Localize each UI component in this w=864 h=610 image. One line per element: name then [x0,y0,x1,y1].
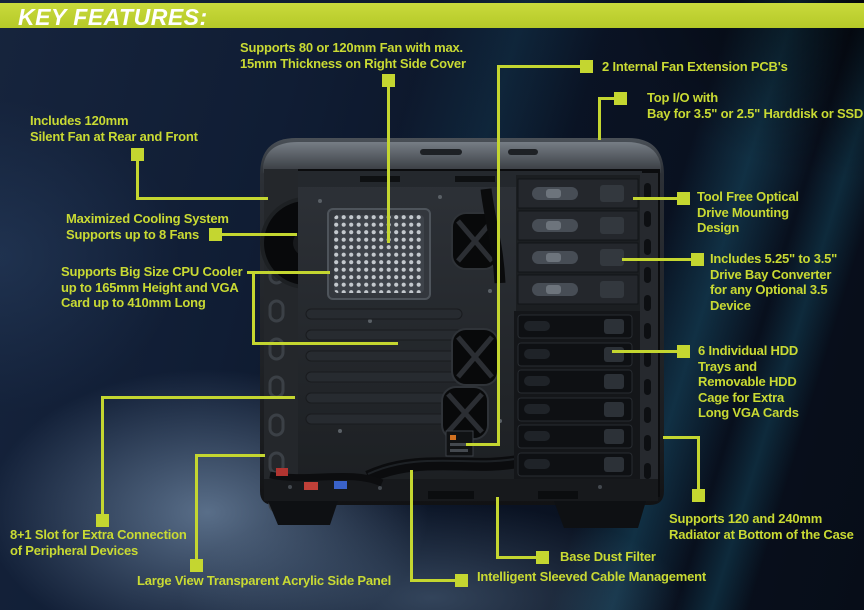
callout-marker [692,489,705,502]
callout-marker [209,228,222,241]
callout-marker [96,514,109,527]
case-feet [268,501,646,528]
callout-marker [131,148,144,161]
callout-marker [190,559,203,572]
connector-top-io [598,97,614,140]
cable-bundle-bottom [365,454,522,483]
connector-internal-fan-pcb [466,65,580,446]
callout-label-cable-management: Intelligent Sleeved Cable Management [477,569,707,584]
callout-label-silent-fan: Includes 120mm Silent Fan at Rear and Fr… [30,113,198,144]
callout-marker [536,551,549,564]
front-rail-vents [640,173,658,499]
pc-case-photo [260,138,664,528]
connector-cpu-cooler [247,271,398,345]
callout-label-slots: 8+1 Slot for Extra Connection of Periphe… [10,527,187,558]
bottom-rail [264,479,658,501]
callout-marker [580,60,593,73]
connector-dust-filter [496,497,536,559]
callout-label-hdd-trays: 6 Individual HDD Trays and Removable HDD… [698,343,799,420]
callout-marker [455,574,468,587]
hdd-tray-cage [514,311,640,481]
cable-channel-ribs [305,308,463,425]
connector-slots [101,396,295,514]
callout-marker [691,253,704,266]
callout-marker [677,192,690,205]
callout-label-cooling-system: Maximized Cooling System Supports up to … [66,211,229,242]
connector-side-panel [195,454,265,559]
cpu-cutout-honeycomb [327,208,431,300]
connector-cable-management [410,470,455,582]
callout-label-top-io: Top I/O with Bay for 3.5" or 2.5" Harddi… [647,90,864,121]
cable-grommets [441,212,499,440]
callout-label-cpu-cooler: Supports Big Size CPU Cooler up to 165mm… [61,264,243,310]
callout-label-radiator: Supports 120 and 240mm Radiator at Botto… [669,511,854,542]
connector-radiator [663,436,700,489]
fan-extension-pcb [445,430,474,457]
cable-highlight [367,457,521,475]
callout-label-optical-mounting: Tool Free Optical Drive Mounting Design [697,189,799,235]
page-title: KEY FEATURES: [18,4,208,30]
callout-label-fan-side-cover: Supports 80 or 120mm Fan with max. 15mm … [240,40,466,71]
callout-label-bay-converter: Includes 5.25" to 3.5" Drive Bay Convert… [710,251,838,313]
header-bar: KEY FEATURES: [0,3,864,30]
callout-label-internal-fan-pcb: 2 Internal Fan Extension PCB's [602,59,788,74]
callout-label-side-panel: Large View Transparent Acrylic Side Pane… [137,573,392,588]
callout-label-dust-filter: Base Dust Filter [560,549,656,564]
connector-silent-fan [136,161,268,200]
callout-marker [614,92,627,105]
callout-marker [677,345,690,358]
optical-drive-bays [516,175,640,311]
front-panel-connectors [269,468,384,490]
callout-marker [382,74,395,87]
